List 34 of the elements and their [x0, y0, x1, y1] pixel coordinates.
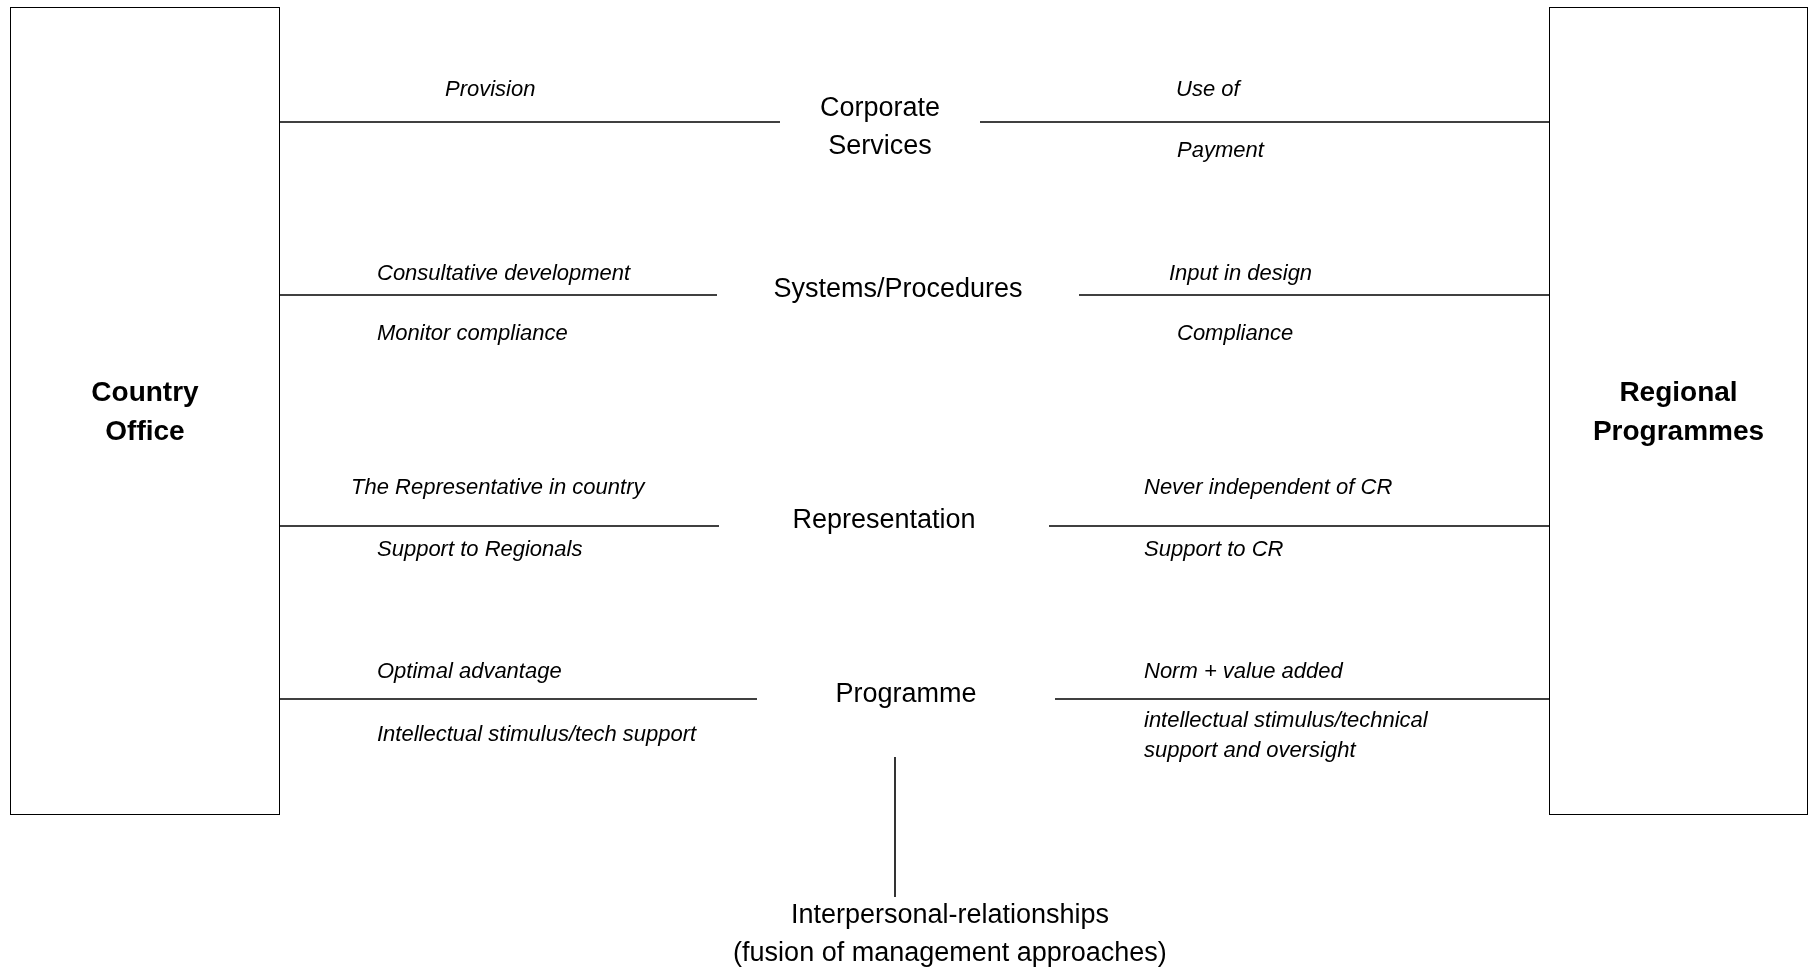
relationship-note: Never independent of CR — [1144, 473, 1393, 501]
connector-line — [894, 756, 896, 898]
relationship-note: Use of — [1176, 75, 1240, 103]
relationship-area-label: Corporate Services — [818, 91, 942, 162]
relationship-area-label: Representation — [792, 503, 976, 536]
relationship-note: Monitor compliance — [377, 319, 568, 347]
relationship-area-label: Systems/Procedures — [773, 272, 1023, 305]
relationship-note: Support to Regionals — [377, 535, 583, 563]
entity-box — [1549, 7, 1808, 815]
connector-line — [279, 525, 720, 527]
connector-line — [279, 294, 718, 296]
relationship-note: The Representative in country — [351, 473, 645, 501]
relationship-note: Optimal advantage — [377, 657, 562, 685]
connector-line — [979, 121, 1550, 123]
relationship-note: Input in design — [1169, 259, 1313, 287]
relationship-note: Intellectual stimulus/tech support — [377, 720, 697, 748]
connector-line — [279, 121, 781, 123]
relationship-area-label: Interpersonal-relationships — [790, 898, 1110, 931]
relationship-note: intellectual stimulus/technical support and oversight — [1144, 706, 1429, 764]
relationship-area-label: Programme — [835, 677, 977, 710]
relationship-note: Norm + value added — [1144, 657, 1343, 685]
relationship-note: Payment — [1177, 136, 1264, 164]
connector-line — [279, 698, 758, 700]
relationship-note: Support to CR — [1144, 535, 1284, 563]
connector-line — [1078, 294, 1550, 296]
relationship-note: Compliance — [1177, 319, 1294, 347]
entity-name: Country Office — [90, 375, 200, 448]
connector-line — [1054, 698, 1550, 700]
entity-name: Regional Programmes — [1591, 375, 1766, 448]
entity-box — [10, 7, 280, 815]
connector-line — [1048, 525, 1550, 527]
relationship-area-label: (fusion of management approaches) — [733, 936, 1167, 969]
relationship-note: Provision — [445, 75, 536, 103]
relationship-note: Consultative development — [377, 259, 631, 287]
